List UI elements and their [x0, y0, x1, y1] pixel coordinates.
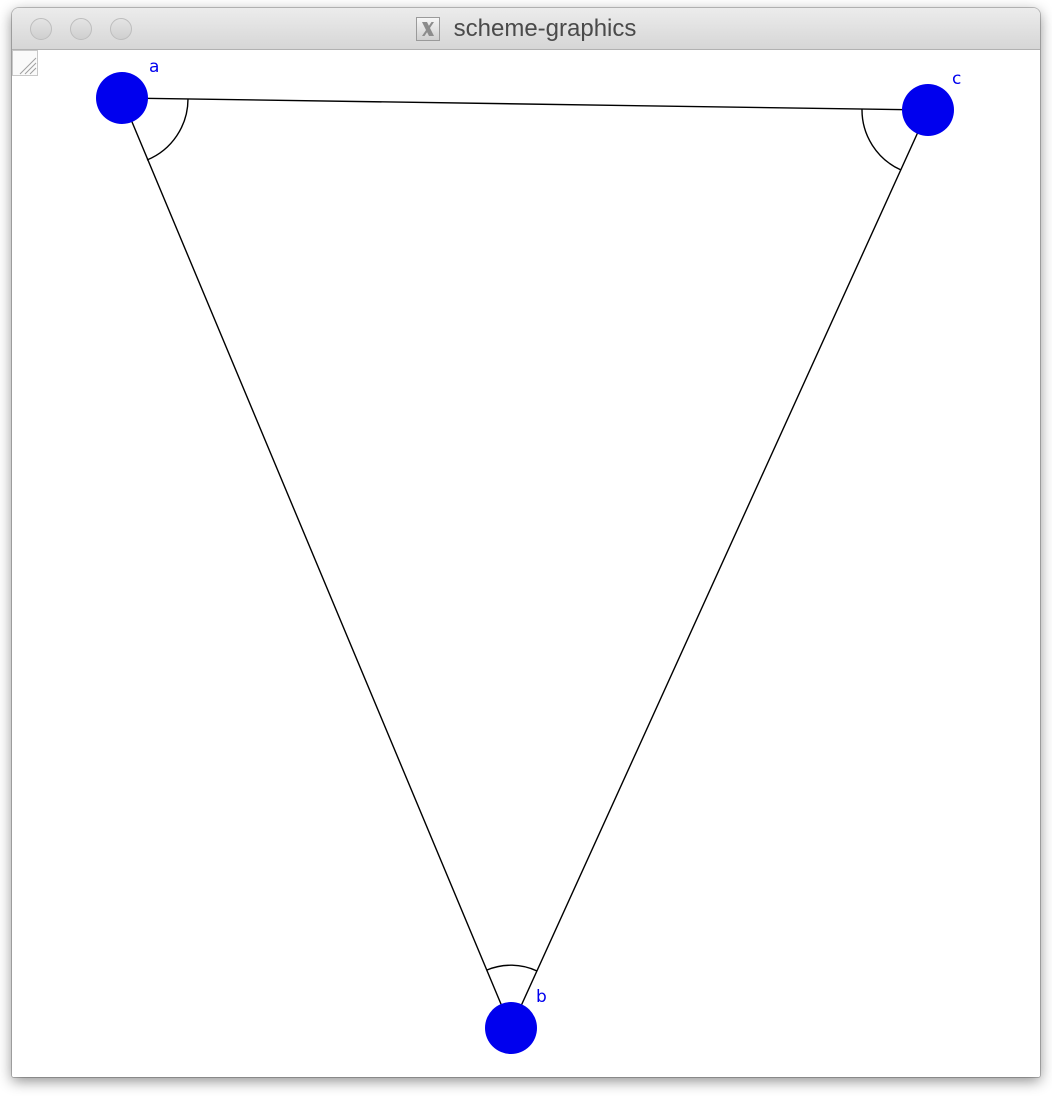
- title-bar[interactable]: scheme-graphics: [12, 8, 1040, 50]
- angle-arc-b: [486, 964, 538, 972]
- triangle-edges: [121, 97, 929, 1029]
- angle-arcs: [146, 98, 902, 972]
- edge-a-b: [121, 97, 512, 1029]
- vertex-point-c[interactable]: [902, 84, 954, 136]
- vertex-points: [96, 72, 954, 1054]
- angle-arc-c: [861, 108, 902, 171]
- vertex-labels: a c b: [149, 57, 961, 1007]
- window-title-group: scheme-graphics: [12, 8, 1040, 50]
- triangle-figure: a c b: [96, 57, 961, 1054]
- close-button[interactable]: [30, 18, 52, 40]
- x11-icon: [415, 17, 440, 41]
- vertex-label-b: b: [536, 987, 547, 1007]
- vertex-point-a[interactable]: [96, 72, 148, 124]
- edge-a-c: [121, 97, 929, 111]
- angle-arc-a: [146, 98, 189, 161]
- resize-grip-icon[interactable]: [12, 50, 38, 76]
- vertex-label-c: c: [952, 69, 961, 89]
- app-window: scheme-graphics a c b: [12, 8, 1040, 1077]
- minimize-button[interactable]: [70, 18, 92, 40]
- window-title: scheme-graphics: [453, 15, 637, 42]
- edge-c-b: [510, 109, 929, 1029]
- zoom-button[interactable]: [110, 18, 132, 40]
- graphics-canvas[interactable]: a c b: [12, 50, 1040, 1077]
- vertex-label-a: a: [149, 57, 159, 77]
- vertex-point-b[interactable]: [485, 1002, 537, 1054]
